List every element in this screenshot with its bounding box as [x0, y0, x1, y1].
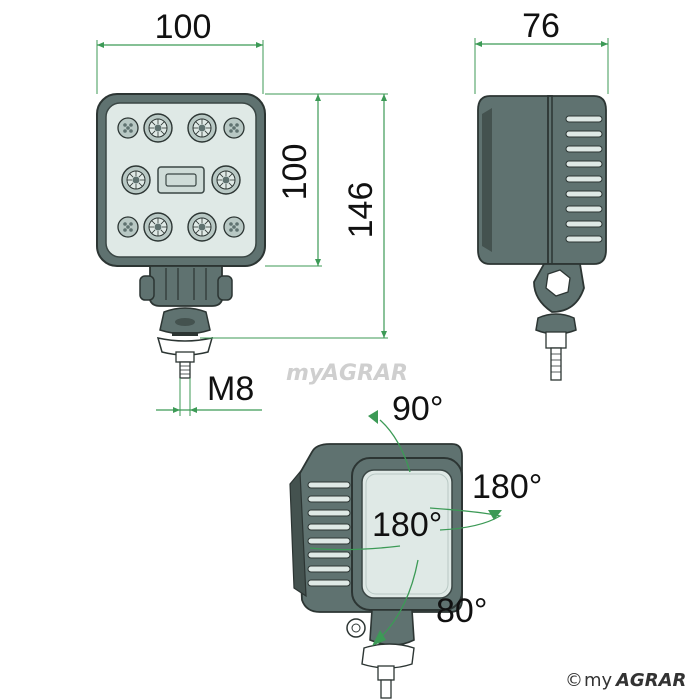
- total-height-label: 146: [342, 182, 380, 239]
- perspective-fin: [307, 509, 351, 517]
- perspective-fin: [307, 565, 351, 573]
- copyright-footer: © my AGRAR: [565, 670, 686, 691]
- tilt-down-label: 80°: [436, 592, 487, 630]
- cooling-fin: [565, 175, 603, 183]
- thread-dimension: M8: [156, 370, 262, 416]
- rotate-center-label: 180°: [372, 506, 442, 544]
- copyright-symbol: ©: [565, 670, 583, 691]
- width-label: 100: [155, 8, 212, 46]
- perspective-fins: [307, 481, 351, 587]
- front-mount-bracket: [139, 265, 233, 379]
- center-watermark: my AGRAR: [286, 361, 408, 386]
- watermark-prefix: my: [286, 361, 325, 386]
- led-array: [117, 113, 245, 242]
- led-large: [211, 165, 241, 195]
- depth-label: 76: [522, 7, 560, 45]
- width-dimension: 100: [96, 8, 264, 94]
- perspective-fin: [307, 537, 351, 545]
- led-large: [143, 212, 173, 242]
- led-small: [117, 216, 139, 238]
- rotate-side-label: 180°: [472, 468, 542, 506]
- cooling-fin: [565, 190, 603, 198]
- perspective-fin: [307, 579, 351, 587]
- led-large: [121, 165, 151, 195]
- cooling-fin: [565, 130, 603, 138]
- perspective-fin: [307, 481, 351, 489]
- perspective-mount-bracket: [346, 609, 415, 699]
- cooling-fin: [565, 115, 603, 123]
- thread-label: M8: [207, 370, 254, 408]
- footer-prefix: my: [584, 670, 613, 691]
- cooling-fin: [565, 160, 603, 168]
- depth-dimension: 76: [474, 7, 609, 94]
- housing-height-label: 100: [276, 144, 314, 201]
- perspective-fin: [307, 495, 351, 503]
- center-badge: [157, 166, 205, 194]
- watermark-brand: AGRAR: [320, 361, 408, 386]
- cooling-fins: [565, 115, 603, 243]
- perspective-view: 90° 180° 180° 80°: [289, 390, 542, 699]
- side-mount-bracket: [533, 263, 585, 381]
- front-view: 100: [96, 8, 388, 416]
- led-large: [187, 113, 217, 143]
- cooling-fin: [565, 145, 603, 153]
- housing-height-dimension: 100: [265, 93, 322, 267]
- footer-brand: AGRAR: [614, 670, 686, 691]
- side-view: 76: [474, 7, 609, 381]
- led-large: [143, 113, 173, 143]
- cooling-fin: [565, 205, 603, 213]
- cooling-fin: [565, 235, 603, 243]
- perspective-fin: [307, 523, 351, 531]
- tilt-vertical-label: 90°: [392, 390, 443, 428]
- led-small: [117, 117, 139, 139]
- perspective-fin: [307, 551, 351, 559]
- led-small: [223, 117, 245, 139]
- led-small: [223, 216, 245, 238]
- rotation-arrows: [309, 410, 502, 646]
- cooling-fin: [565, 220, 603, 228]
- led-large: [187, 212, 217, 242]
- total-height-dimension: 146: [200, 93, 388, 339]
